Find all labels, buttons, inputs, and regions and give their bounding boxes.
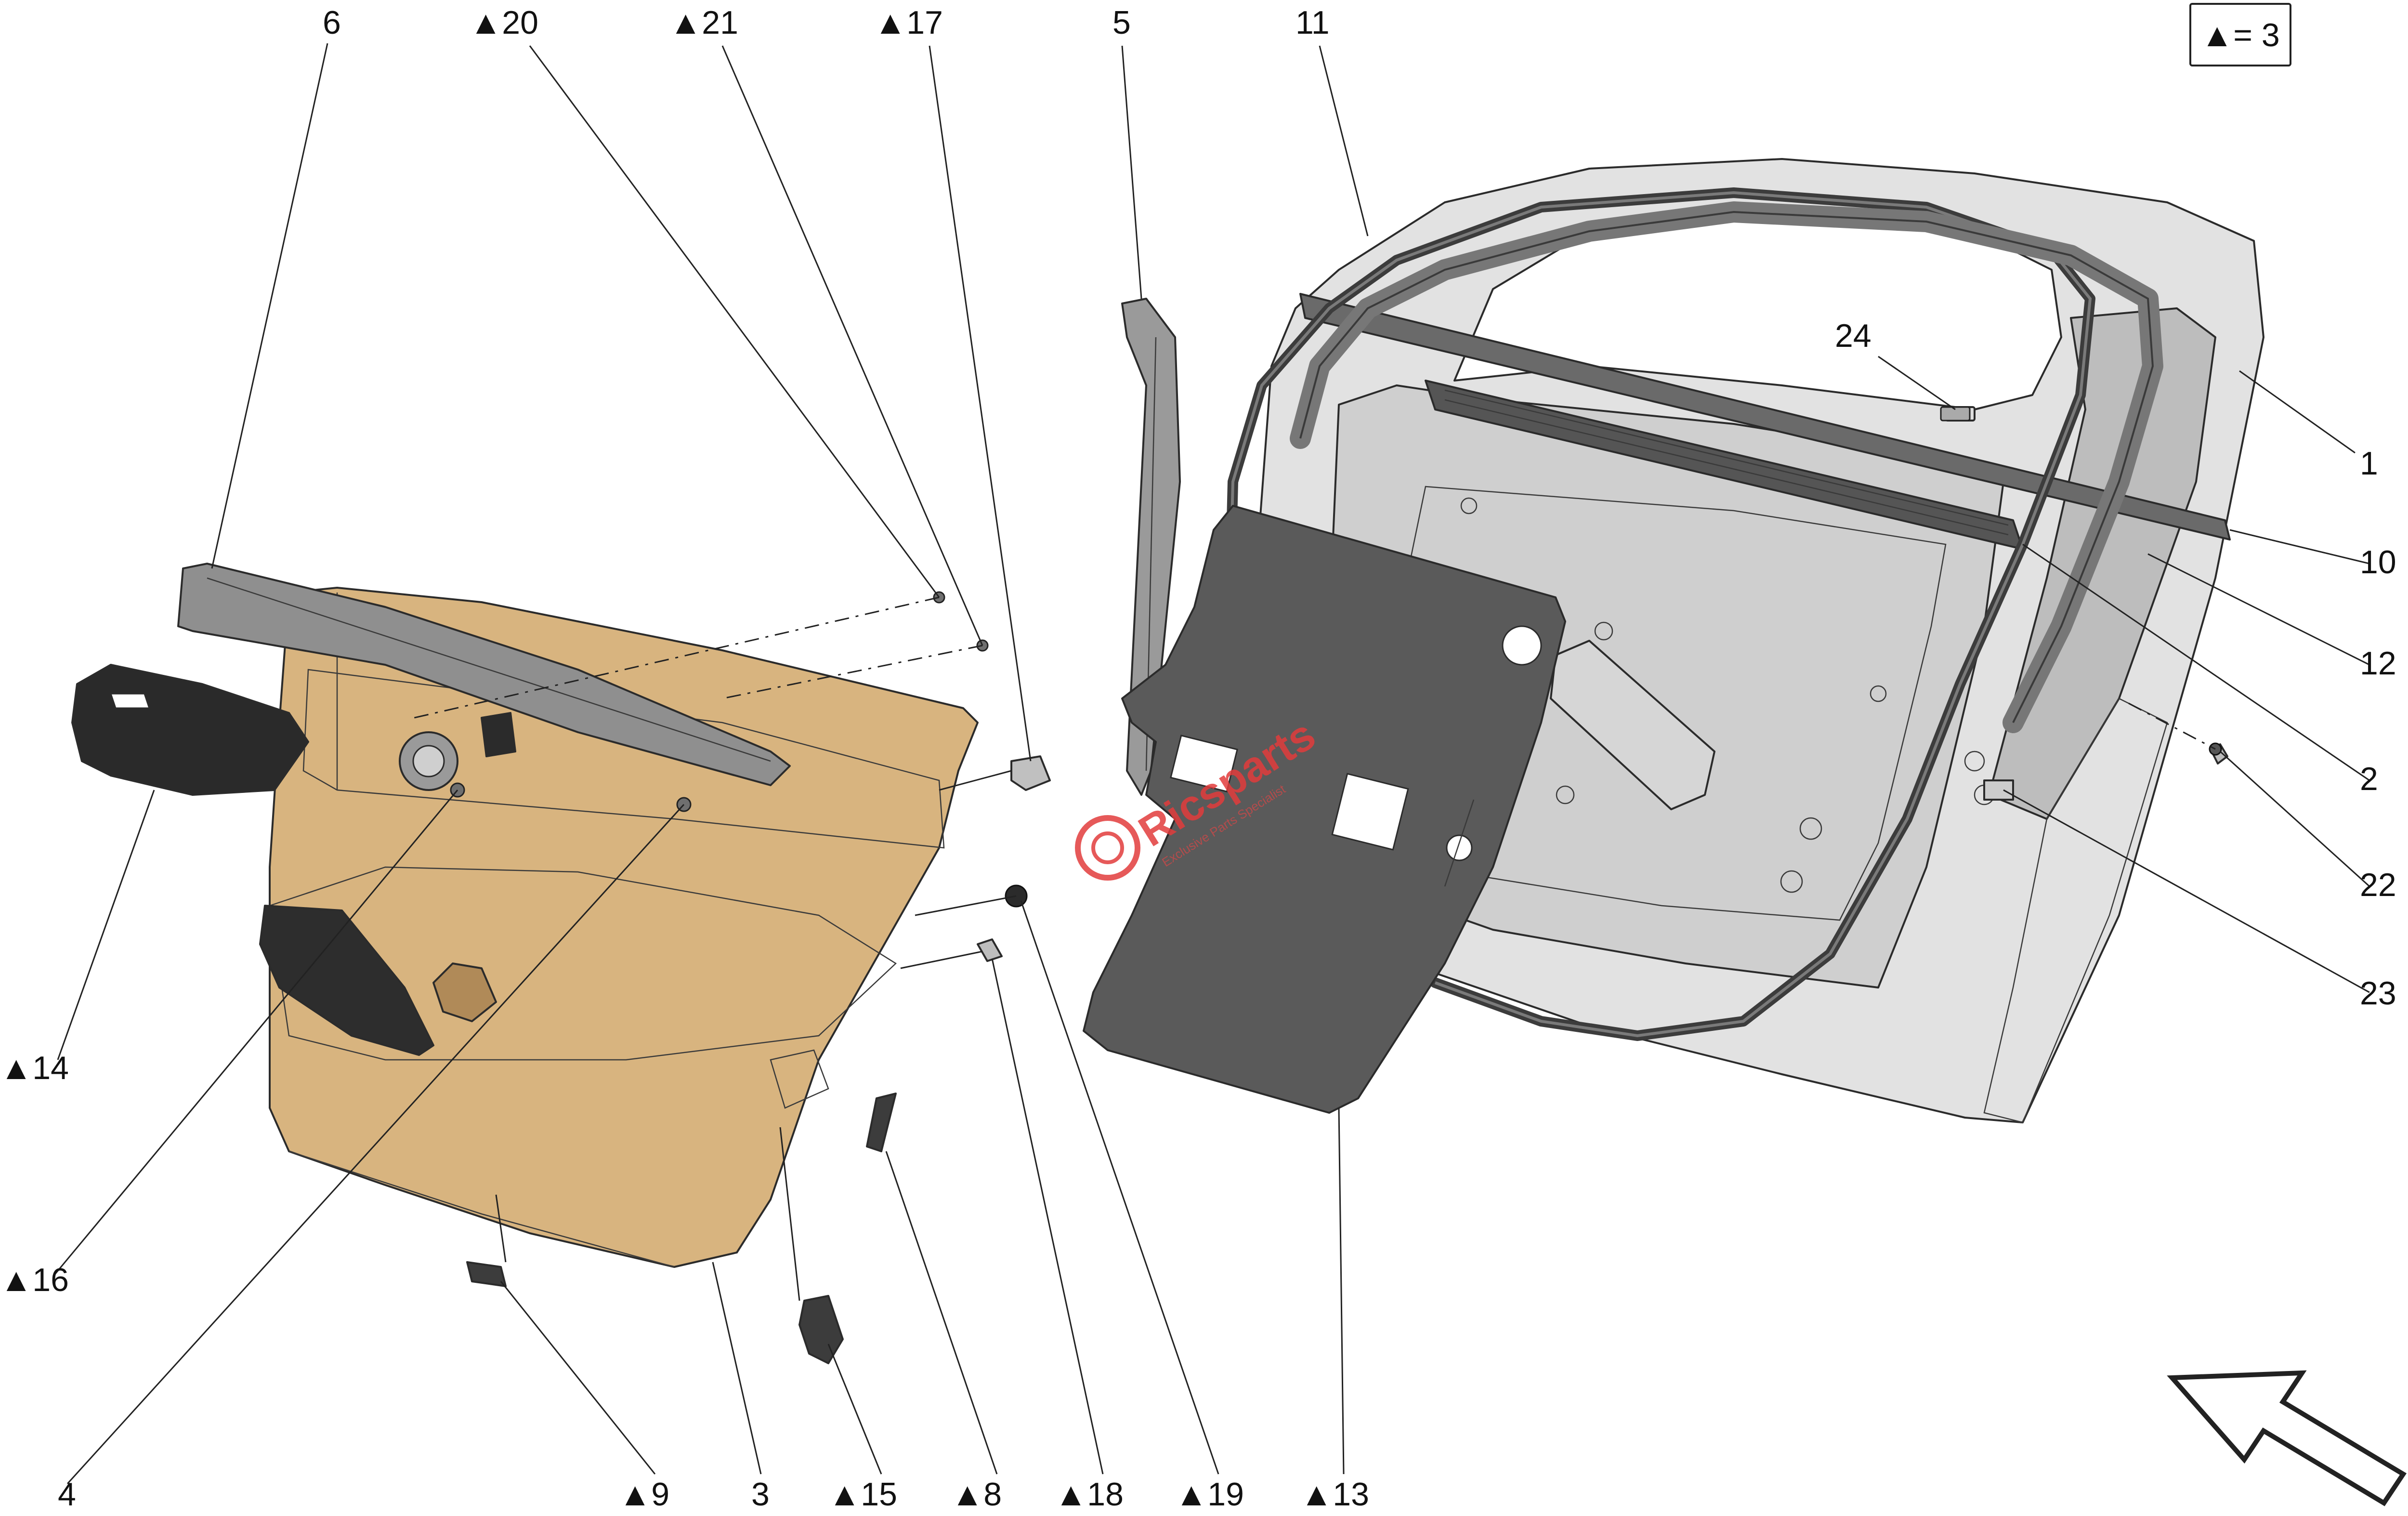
- clip-18: [977, 938, 1003, 962]
- legend-text: ▲= 3: [2201, 17, 2280, 53]
- callout-13: ▲13: [1300, 1476, 1369, 1513]
- clip-8: [866, 1093, 897, 1152]
- pocket-insert: [71, 664, 309, 796]
- clip-9: [466, 1261, 507, 1287]
- callout-20: ▲20: [470, 4, 538, 41]
- callout-24: 24: [1835, 317, 1871, 354]
- callout-10: 10: [2360, 544, 2396, 580]
- mirror-switch: [481, 712, 516, 757]
- clip-17: [1010, 755, 1051, 791]
- door-pull-handle: [432, 962, 497, 1022]
- inner-belt-seal-ribs: [1444, 389, 2009, 536]
- callout-15: ▲15: [828, 1476, 897, 1513]
- membrane-cutout-2: [1331, 773, 1409, 851]
- outer-belt-strip: [1299, 293, 2231, 540]
- callout-2: 2: [2360, 761, 2378, 797]
- membrane-cutout-1: [1170, 735, 1238, 792]
- callout-16: ▲16: [0, 1262, 69, 1298]
- speaker-grille: [259, 905, 434, 1056]
- membrane-hole-1: [1502, 625, 1542, 666]
- callout-11: 11: [1296, 4, 1330, 41]
- callout-1: 1: [2360, 445, 2378, 482]
- direction-arrow-icon: [2167, 1370, 2407, 1506]
- callout-23: 23: [2360, 975, 2396, 1012]
- callout-labels: 6 ▲20 ▲21 ▲17 5 11 24 1 10 12 2 22 23 ▲1…: [0, 4, 2396, 1513]
- callout-22: 22: [2360, 867, 2396, 903]
- membrane-hole-2: [1446, 834, 1473, 861]
- leader-lines: [52, 43, 2370, 1485]
- callout-14: ▲14: [0, 1050, 69, 1086]
- door-trim-panel: [259, 587, 979, 1268]
- callout-17: ▲17: [874, 4, 943, 41]
- alignment-lines: [414, 596, 2216, 969]
- callout-12: 12: [2360, 645, 2396, 682]
- callout-21: ▲21: [669, 4, 738, 41]
- legend-box: ▲= 3: [2189, 3, 2291, 66]
- callout-18: ▲18: [1055, 1476, 1124, 1513]
- waterproof-membrane: [1083, 505, 1566, 1114]
- upper-moulding: [177, 563, 791, 786]
- callout-6: 6: [323, 4, 341, 41]
- callout-4: 4: [58, 1476, 76, 1513]
- watermark-logo-icon: [1075, 815, 1140, 881]
- clip-15: [798, 1295, 844, 1364]
- callout-8: ▲8: [951, 1476, 1002, 1513]
- clip-24: [1940, 406, 1971, 422]
- callout-19: ▲19: [1175, 1476, 1244, 1513]
- callout-5: 5: [1112, 4, 1131, 41]
- callout-9: ▲9: [619, 1476, 669, 1513]
- callout-3: 3: [751, 1476, 770, 1513]
